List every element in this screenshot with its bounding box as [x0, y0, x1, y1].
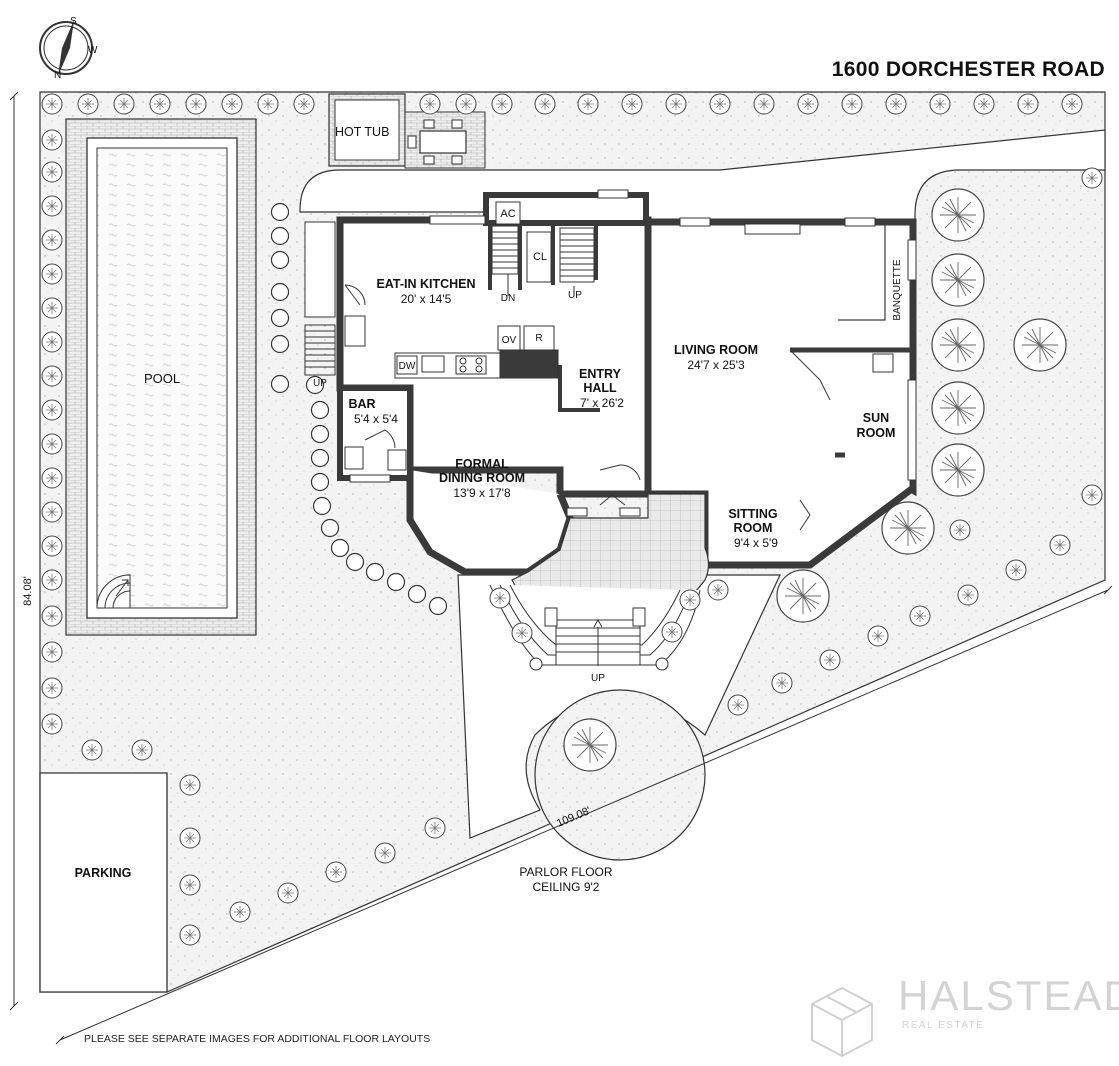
kitchen-dimensions: 20' x 14'5: [401, 292, 452, 306]
living-dimensions: 24'7 x 25'3: [687, 358, 745, 372]
house: [304, 189, 917, 576]
sitting-room-dimensions: 9'4 x 5'9: [734, 536, 778, 550]
compass-w: W: [88, 45, 98, 56]
entry-label-2: HALL: [583, 381, 617, 395]
patio-table-icon: [407, 119, 467, 165]
banquette-label: BANQUETTE: [892, 259, 903, 320]
bar-dimensions: 5'4 x 5'4: [354, 412, 398, 426]
front-steps: [489, 584, 701, 671]
hot-tub-label: HOT TUB: [335, 125, 389, 139]
front-up-label: UP: [591, 673, 605, 684]
entry-dimensions: 7' x 26'2: [580, 396, 624, 410]
brand-sub: REAL ESTATE: [902, 1020, 985, 1031]
kitchen-label: EAT-IN KITCHEN: [376, 277, 475, 291]
dishwasher-label: DW: [399, 361, 416, 372]
dining-dimensions: 13'9 x 17'8: [453, 486, 511, 500]
parking-pad: [39, 772, 168, 993]
brand-name: HALSTEAD: [898, 972, 1119, 1019]
front-lawn-circle: [534, 689, 706, 861]
side-up-label: UP: [313, 378, 327, 389]
sun-room-label-1: SUN: [863, 411, 889, 425]
down-stair-label: DN: [501, 293, 515, 304]
oven-label: OV: [502, 335, 517, 346]
property-title: 1600 DORCHESTER ROAD: [831, 58, 1105, 81]
up-stair-label: UP: [568, 290, 582, 301]
living-label: LIVING ROOM: [674, 343, 758, 357]
depth-dimension-line: [9, 91, 19, 1011]
halstead-logo-icon: [811, 986, 873, 1058]
compass-n: N: [54, 70, 61, 81]
parking-label: PARKING: [75, 866, 132, 880]
footnote: PLEASE SEE SEPARATE IMAGES FOR ADDITIONA…: [84, 1033, 431, 1045]
width-dimension-line: [55, 585, 1113, 1045]
depth-dimension: 84.08': [22, 576, 34, 606]
bar-label: BAR: [348, 397, 375, 411]
floor-name: PARLOR FLOOR: [519, 865, 612, 879]
brand-watermark: HALSTEAD REAL ESTATE: [806, 972, 1119, 1042]
ac-label: AC: [500, 208, 515, 220]
sitting-room-label-1: SITTING: [728, 507, 777, 521]
compass-s: S: [70, 16, 77, 27]
refrigerator-label: R: [535, 333, 542, 344]
dining-label-2: DINING ROOM: [439, 471, 525, 485]
pool: [65, 118, 257, 636]
sun-room-label-2: ROOM: [857, 426, 896, 440]
entry-label-1: ENTRY: [579, 367, 622, 381]
pool-label: POOL: [144, 371, 180, 386]
floor-ceiling: CEILING 9'2: [533, 880, 600, 894]
compass-icon: [39, 20, 93, 76]
closet-label: CL: [533, 251, 547, 263]
sitting-room-label-2: ROOM: [734, 521, 773, 535]
dining-label-1: FORMAL: [455, 457, 509, 471]
